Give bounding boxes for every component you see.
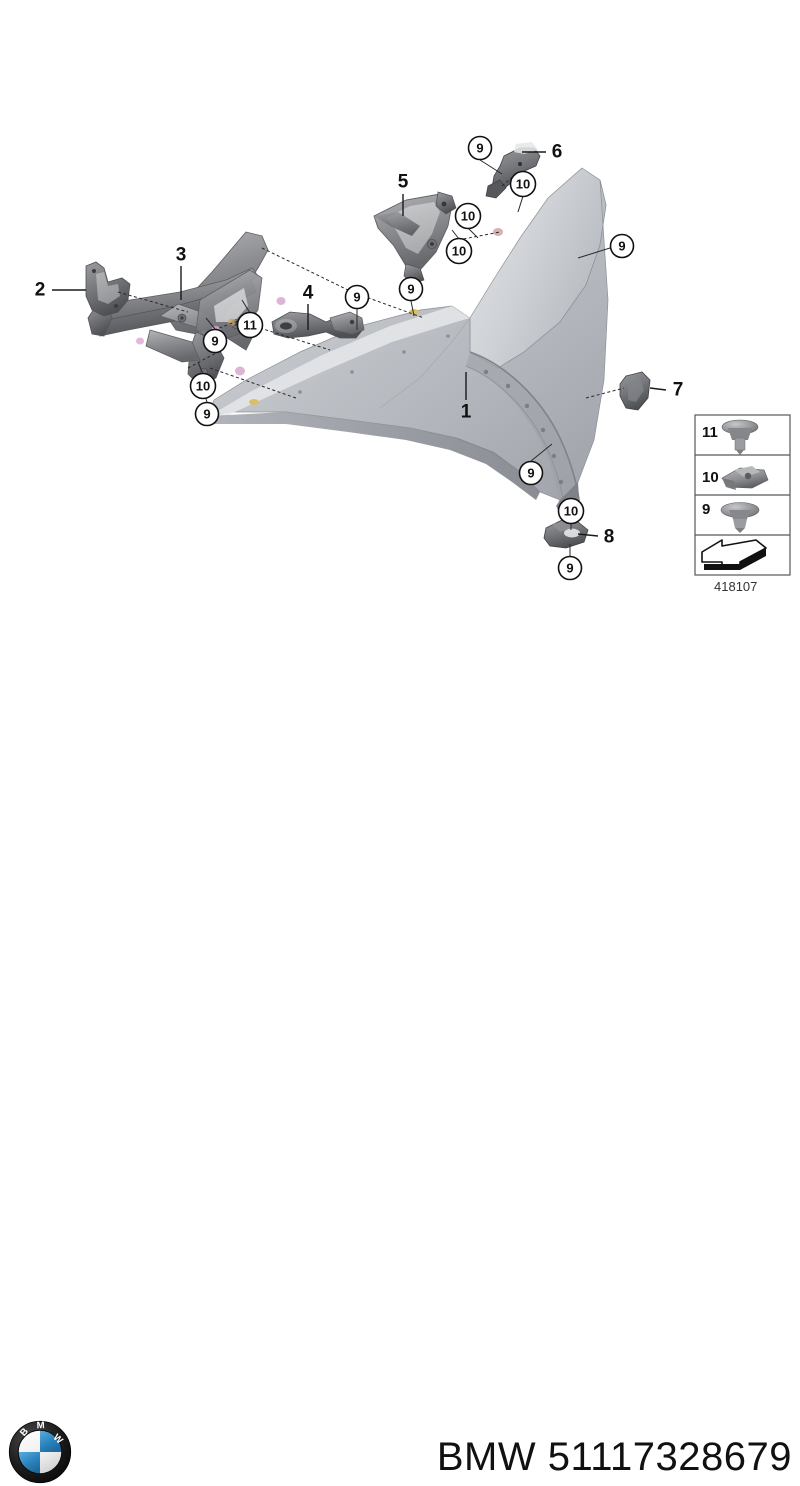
callout-markers: 1 2 3 4 5 6 7 8 9 9 9 9 9 9 9 9 10 10 10 10 10 11 [35,135,684,581]
callout-bubble [194,401,220,427]
callout-label: 9 [211,334,218,349]
callout-label: 9 [203,407,210,422]
callout-bubble [454,202,482,230]
callout-4: 4 [303,283,314,304]
part-number-label: BMW 51117328679 [436,1435,792,1479]
callout-bubble [467,135,493,161]
callout-label: 9 [353,290,360,305]
callout-label: 2 [35,280,46,301]
callout-9: 9 [467,135,493,161]
callout-bubble [557,555,583,581]
callout-9: 9 [194,401,220,427]
legend-icon-spring-nut-clip-icon [721,466,769,490]
callout-7: 7 [673,380,684,401]
callout-9: 9 [518,460,544,486]
part-small-u-bracket [85,261,131,317]
callout-bubble [344,284,370,310]
callout-label: 8 [604,527,615,548]
legend-diagram-code: 418107 [714,579,757,594]
callout-label: 9 [476,141,483,156]
callout-label: 3 [176,245,187,266]
legend-icon-push-rivet-icon [721,419,759,455]
callout-label: 9 [407,282,414,297]
callout-bubble [509,170,537,198]
callout-bubble [445,237,473,265]
callout-label: 10 [461,209,475,224]
callout-bubble [189,372,217,400]
callout-5: 5 [398,172,409,193]
callout-9: 9 [609,233,635,259]
callout-bubble [236,311,264,339]
callout-label: 7 [673,380,684,401]
exploded-parts-illustration: 1 2 3 4 5 6 7 8 9 9 9 9 9 9 9 9 10 10 10 10 10 11 11 1 [35,135,791,594]
callout-label: 9 [566,561,573,576]
parts-diagram-canvas: 1 2 3 4 5 6 7 8 9 9 9 9 9 9 9 9 10 10 10 10 10 11 11 1 [0,135,800,1484]
fastener-legend: 11 10 9 418107 [694,414,791,594]
callout-label: 4 [303,283,314,304]
part-front-fender-panel [205,167,609,524]
callout-10: 10 [189,372,217,400]
legend-label-9: 9 [702,501,710,518]
part-curved-mounting-bracket [271,311,365,339]
callout-8: 8 [604,527,615,548]
callout-9: 9 [344,284,370,310]
callout-10: 10 [557,497,585,525]
callout-11: 11 [236,311,264,339]
callout-3: 3 [176,245,187,266]
callout-2: 2 [35,280,46,301]
callout-label: 11 [243,318,257,333]
callout-bubble [609,233,635,259]
callout-10: 10 [509,170,537,198]
callout-label: 9 [618,239,625,254]
callout-label: 5 [398,172,409,193]
legend-label-10: 10 [702,469,719,486]
callout-9: 9 [202,328,228,354]
callout-label: 1 [461,402,472,423]
part-lower-fender-clip [543,519,589,549]
part-fender-support-frame [87,231,269,387]
callout-9: 9 [398,276,424,302]
svg-text:M: M [37,1420,45,1431]
callout-label: 10 [452,244,466,259]
callout-bubble [557,497,585,525]
leader-lines [52,151,667,556]
callout-1: 1 [461,402,472,423]
callout-bubble [398,276,424,302]
part-triangular-bracket [373,191,457,285]
callout-label: 10 [564,504,578,519]
legend-icon-expanding-rivet-icon [720,502,760,533]
callout-bubble [202,328,228,354]
callout-9: 9 [557,555,583,581]
callout-label: 10 [196,379,210,394]
callout-label: 9 [527,466,534,481]
callout-label: 6 [552,142,563,163]
callout-bubble [518,460,544,486]
callout-10: 10 [445,237,473,265]
callout-label: 10 [516,177,530,192]
callout-6: 6 [552,142,563,163]
footer-bar: B M W BMW 51117328679 [0,700,800,1484]
legend-label-11: 11 [702,424,718,441]
part-wedge-clip [619,371,651,411]
callout-10: 10 [454,202,482,230]
legend-icon-block-arrow-icon [701,539,767,570]
